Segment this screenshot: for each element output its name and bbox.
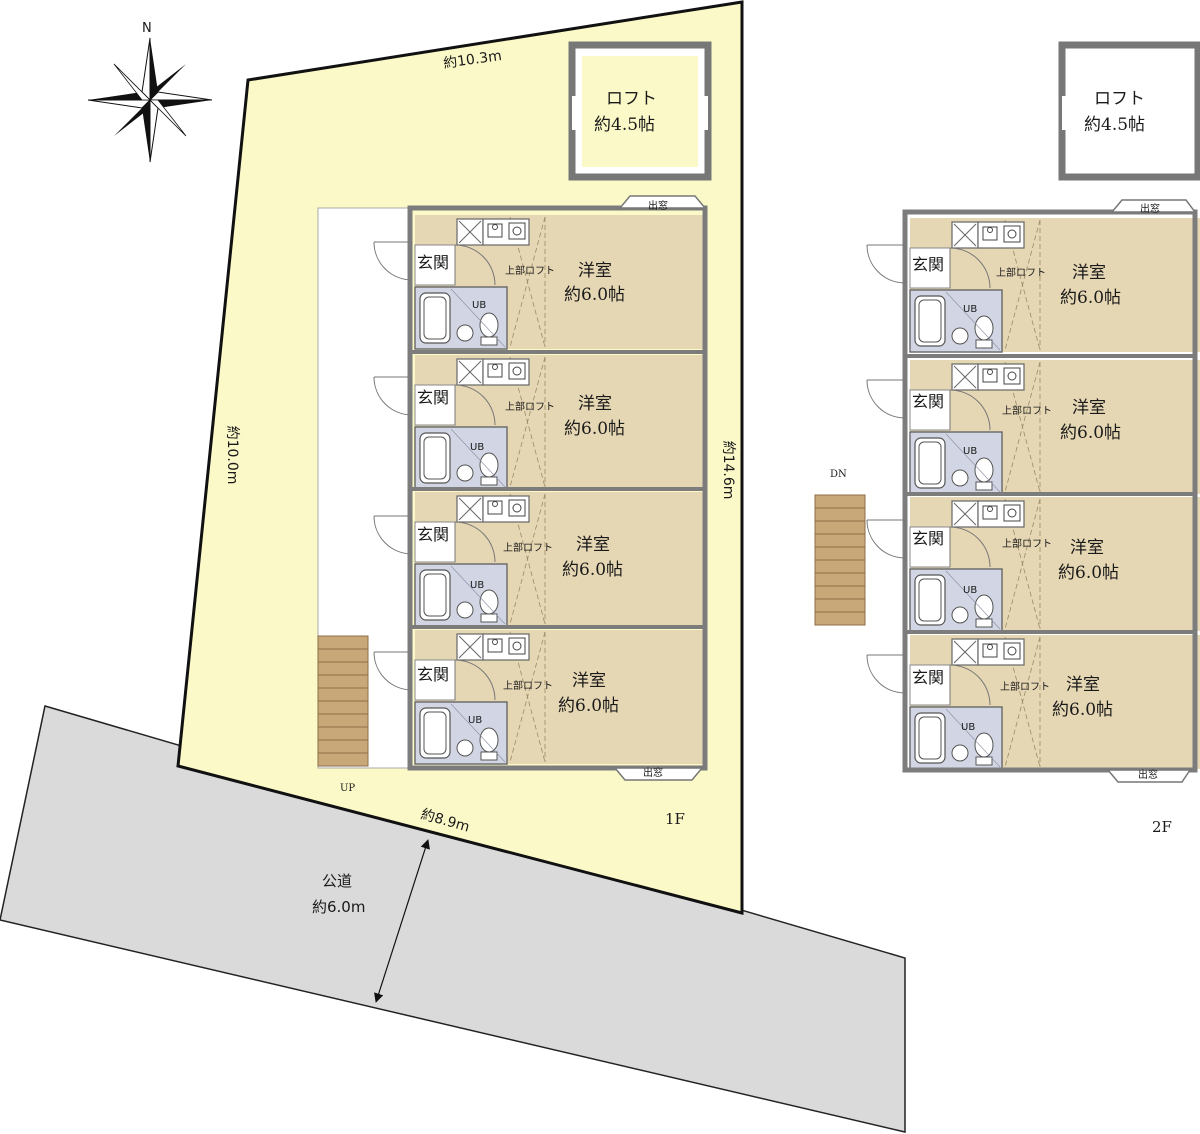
room-name-2f-1: 洋室 <box>1072 263 1106 283</box>
room-name-2f-2: 洋室 <box>1072 398 1106 418</box>
room-name-1f-1: 洋室 <box>578 261 612 281</box>
bath-2f-2: UB <box>963 446 977 457</box>
bath-2f-4: UB <box>961 722 975 733</box>
loft-above-1f-2: 上部ロフト <box>505 400 555 413</box>
road-name: 公道 <box>322 872 352 890</box>
bath-2f-3: UB <box>963 585 977 596</box>
stairs-up-label: UP <box>340 783 355 794</box>
road-width: 約6.0m <box>312 898 365 916</box>
room-size-1f-4: 約6.0帖 <box>558 696 619 716</box>
bay-window-1f-top: 出窓 <box>648 199 668 212</box>
room-size-2f-3: 約6.0帖 <box>1058 563 1119 583</box>
building-1f <box>317 195 708 781</box>
genkan-1f-4: 玄関 <box>417 665 449 684</box>
loft-above-1f-4: 上部ロフト <box>503 679 553 692</box>
building-2f <box>814 199 1200 783</box>
room-name-1f-3: 洋室 <box>576 535 610 555</box>
site-dim-left: 約10.0m <box>224 426 240 485</box>
loft-1f <box>568 41 712 181</box>
site-dim-right: 約14.6m <box>720 441 736 500</box>
north-arrow <box>87 37 213 163</box>
room-name-2f-3: 洋室 <box>1070 538 1104 558</box>
bath-1f-3: UB <box>470 580 484 591</box>
genkan-2f-1: 玄関 <box>912 255 944 274</box>
genkan-2f-3: 玄関 <box>912 529 944 548</box>
genkan-1f-1: 玄関 <box>417 253 449 272</box>
genkan-2f-2: 玄関 <box>912 392 944 411</box>
stairs-down-label: DN <box>830 469 847 480</box>
bath-1f-2: UB <box>470 442 484 453</box>
room-size-1f-2: 約6.0帖 <box>564 419 625 439</box>
loft-above-2f-3: 上部ロフト <box>1002 537 1052 550</box>
bay-window-2f-top: 出窓 <box>1140 202 1160 215</box>
room-size-2f-2: 約6.0帖 <box>1060 423 1121 443</box>
room-size-2f-1: 約6.0帖 <box>1060 288 1121 308</box>
labels-1f: 出窓 出窓 玄関 上部ロフト 洋室 約6.0帖 UB 玄関 上部ロフト 洋室 約… <box>340 199 685 828</box>
bath-1f-4: UB <box>468 715 482 726</box>
bay-window-2f-bottom: 出窓 <box>1138 768 1158 781</box>
room-size-1f-1: 約6.0帖 <box>564 285 625 305</box>
room-name-1f-2: 洋室 <box>578 394 612 414</box>
loft-1f-size: 約4.5帖 <box>594 115 655 135</box>
north-label: N <box>142 21 152 36</box>
loft-above-1f-1: 上部ロフト <box>505 264 555 277</box>
bath-2f-1: UB <box>963 304 977 315</box>
room-name-1f-4: 洋室 <box>572 671 606 691</box>
loft-2f-size: 約4.5帖 <box>1084 115 1145 135</box>
room-size-2f-4: 約6.0帖 <box>1052 700 1113 720</box>
genkan-1f-3: 玄関 <box>417 525 449 544</box>
road-width-arrow <box>374 839 430 1003</box>
bath-1f-1: UB <box>472 300 486 311</box>
floor-2f-label: 2F <box>1152 818 1172 836</box>
genkan-1f-2: 玄関 <box>417 388 449 407</box>
room-name-2f-4: 洋室 <box>1066 675 1100 695</box>
loft-1f-name: ロフト <box>606 89 657 109</box>
loft-above-2f-2: 上部ロフト <box>1002 404 1052 417</box>
loft-above-1f-3: 上部ロフト <box>503 541 553 554</box>
loft-above-2f-1: 上部ロフト <box>996 266 1046 279</box>
loft-2f-name: ロフト <box>1094 89 1145 109</box>
loft-2f <box>1058 41 1200 181</box>
bay-window-1f-bottom: 出窓 <box>643 766 663 779</box>
room-size-1f-3: 約6.0帖 <box>562 560 623 580</box>
labels-2f: 出窓 出窓 玄関 上部ロフト 洋室 約6.0帖 UB 玄関 上部ロフト 洋室 約… <box>830 202 1172 836</box>
floor-1f-label: 1F <box>665 810 685 828</box>
loft-above-2f-4: 上部ロフト <box>1000 680 1050 693</box>
genkan-2f-4: 玄関 <box>912 668 944 687</box>
